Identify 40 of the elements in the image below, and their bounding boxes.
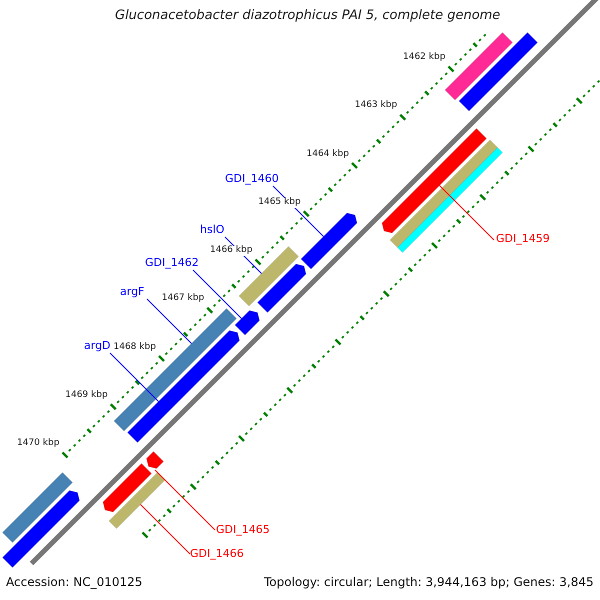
leader-line <box>154 470 216 530</box>
gene-feature-bar <box>108 472 166 529</box>
gene-feature-pentagon <box>257 264 306 313</box>
gene-feature-bar <box>114 308 237 432</box>
scale-label: 1464 kbp <box>306 150 349 160</box>
leader-line <box>146 298 192 344</box>
gene-feature-pentagon <box>300 212 358 270</box>
leader-line <box>192 270 242 319</box>
gene-label: GDI_1459 <box>496 233 550 246</box>
gene-feature-pentagon <box>382 128 487 234</box>
scale-label: 1465 kbp <box>258 198 301 208</box>
gene-label: GDI_1460 <box>225 173 279 186</box>
accession-text: Accession: NC_010125 <box>6 576 142 590</box>
gene-label: argD <box>84 340 111 352</box>
gene-feature-bar <box>390 140 498 248</box>
map-title: Gluconacetobacter diazotrophicus PAI 5, complete genome <box>115 9 500 24</box>
scale-label: 1462 kbp <box>403 53 446 63</box>
gene-label: GDI_1462 <box>145 257 199 270</box>
gene-label: argF <box>120 286 144 298</box>
scale-label: 1469 kbp <box>65 390 108 401</box>
gene-feature-bar <box>444 32 513 100</box>
leader-line <box>110 352 159 402</box>
gene-label: hslO <box>200 224 224 236</box>
genome-info-text: Topology: circular; Length: 3,944,163 bp; Genes: 3,845 <box>264 576 594 590</box>
gene-label: GDI_1466 <box>190 548 244 560</box>
gene-feature-pentagon <box>146 451 164 469</box>
scale-label: 1463 kbp <box>354 101 398 112</box>
scale-label: 1470 kbp <box>17 439 60 449</box>
scale-label: 1468 kbp <box>114 342 156 352</box>
gene-label: GDI_1465 <box>216 524 270 536</box>
gene-feature-bar <box>458 32 538 112</box>
gene-feature-bar <box>2 472 73 543</box>
gene-feature-bar <box>238 246 299 306</box>
scale-label: 1467 kbp <box>162 294 204 304</box>
gene-feature-pentagon <box>102 463 152 512</box>
scale-label: 1466 kbp <box>210 246 252 256</box>
gene-feature-pentagon <box>2 490 80 568</box>
leader-line <box>439 185 494 240</box>
leader-line <box>140 504 190 554</box>
gene-feature-pentagon <box>234 310 260 336</box>
